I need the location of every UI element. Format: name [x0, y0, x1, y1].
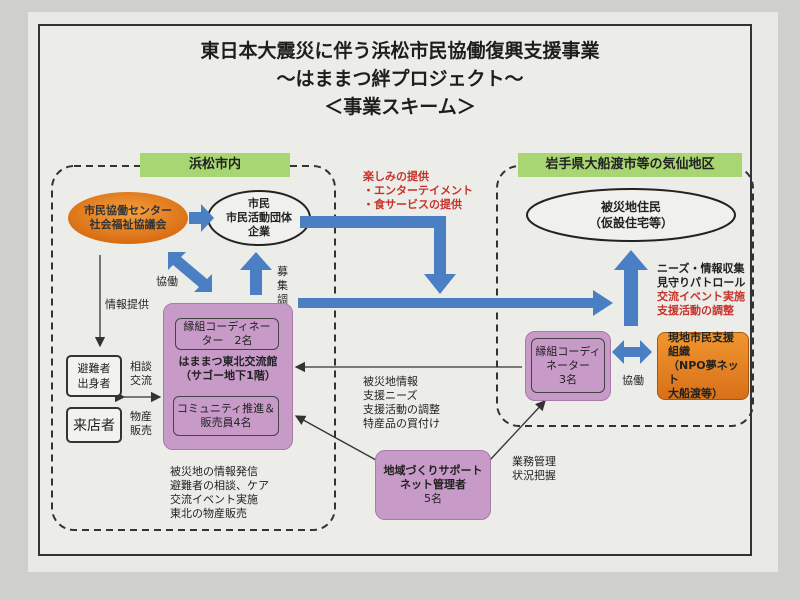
sales-label: 物産 販売	[130, 410, 152, 438]
residents-ellipse	[526, 188, 736, 242]
title-line-3: ＜事業スキーム＞	[324, 96, 476, 118]
evacuees-line-1: 避難者	[77, 362, 111, 375]
manager-line-1: 地域づくりサポート	[383, 464, 483, 477]
arrow-up-residents-icon	[614, 250, 648, 326]
manager-to-hub-line	[294, 415, 377, 461]
boshu-line-1: 募集	[277, 265, 288, 292]
center-line-2: 社会福祉協議会	[89, 218, 167, 231]
right-coord-line-3: 3名	[559, 372, 577, 386]
title-line-1: 東日本大震災に伴う浜松市民協働復興支援事業	[200, 40, 600, 62]
kyodo-label: 協働	[156, 275, 178, 288]
hub-staff-line-1: コミュニティ推進＆	[176, 402, 276, 415]
hub-coord-line-1: 縁組コーディネー	[183, 320, 271, 333]
hub-name-text: はままつ東北交流館	[178, 355, 278, 368]
center-ellipse	[68, 192, 188, 244]
right-item-red: 交流イベント実施	[657, 290, 745, 303]
right-coord-line-1: 縁組コーディ	[535, 344, 601, 358]
hub-activities: 被災地の情報発信 避難者の相談、ケア 交流イベント実施 東北の物産販売	[170, 465, 269, 521]
evacuees-line-2: 出身者	[77, 377, 111, 390]
right-item-red: 支援活動の調整	[657, 304, 734, 317]
right-coordinator-inner: 縁組コーディ ネーター 3名	[531, 338, 605, 393]
right-region-label: 岩手県大船渡市等の気仙地区	[518, 153, 742, 177]
activity-item: 避難者の相談、ケア	[170, 479, 269, 492]
consult-line-2: 交流	[130, 374, 152, 387]
visitors-box: 来店者	[66, 407, 122, 443]
hub-name: はままつ東北交流館 （サゴー地下1階）	[163, 355, 293, 383]
left-region-label: 浜松市内	[140, 153, 290, 177]
consult-label: 相談 交流	[130, 360, 152, 388]
consult-line-1: 相談	[130, 360, 152, 373]
citizens-line-3: 企業	[248, 225, 270, 238]
local-org-line-2: 組織	[668, 345, 690, 358]
hub-staff-box: コミュニティ推進＆ 販売員4名	[173, 396, 279, 436]
manage-list: 業務管理 状況把握	[512, 455, 556, 483]
right-coord-line-2: ネーター	[546, 358, 590, 372]
sales-line-2: 販売	[130, 424, 152, 437]
arrow-entertainment-icon	[300, 216, 456, 294]
manager-line-2: ネット管理者	[400, 478, 466, 491]
red-item: ・食サービスの提供	[363, 198, 462, 211]
info-flow-list: 被災地情報 支援ニーズ 支援活動の調整 特産品の買付け	[363, 375, 440, 431]
hub-staff-line-2: 販売員4名	[200, 416, 252, 429]
hub-box	[163, 303, 293, 450]
manager-line-3: 5名	[424, 492, 442, 505]
citizens-line-1: 市民	[248, 197, 270, 210]
citizens-label: 市民 市民活動団体 企業	[208, 195, 310, 241]
info-item: 被災地情報	[363, 375, 418, 388]
residents-line-2: （仮設住宅等）	[588, 216, 673, 230]
right-kyodo-label: 協働	[622, 374, 644, 387]
arrow-up-icon	[240, 252, 272, 295]
residents-label: 被災地住民 （仮設住宅等）	[527, 198, 735, 232]
info-item: 支援活動の調整	[363, 403, 440, 416]
red-item: ・エンターテイメント	[363, 184, 473, 197]
local-org-box: 現地市民支援 組織 （NPO夢ネット 大船渡等）	[657, 331, 749, 400]
manager-box: 地域づくりサポート ネット管理者 5名	[375, 450, 491, 520]
info-item: 支援ニーズ	[363, 389, 418, 402]
manager-to-coord-line	[489, 400, 546, 461]
title-line-2: 〜はままつ絆プロジェクト〜	[276, 68, 524, 90]
activity-item: 被災地の情報発信	[170, 465, 258, 478]
local-org-line-1: 現地市民支援	[668, 331, 734, 344]
arrow-double-horizontal-icon	[612, 340, 652, 364]
right-item: 見守りパトロール	[657, 276, 746, 289]
left-region-border	[51, 165, 336, 531]
right-coordinator-box	[525, 331, 611, 401]
right-item: ニーズ・情報収集	[657, 262, 745, 275]
blue-arrows	[168, 204, 652, 364]
local-org-line-4: 大船渡等）	[668, 387, 723, 400]
arrow-long-right-icon	[298, 290, 613, 316]
arrow-double-diagonal-icon	[168, 252, 212, 292]
hub-coordinator-box: 縁組コーディネー ター 2名	[175, 318, 279, 350]
manage-item: 業務管理	[512, 455, 556, 468]
entertainment-list: 楽しみの提供 ・エンターテイメント ・食サービスの提供	[363, 170, 473, 212]
info-item: 特産品の買付け	[363, 417, 440, 430]
red-item: 楽しみの提供	[363, 170, 429, 183]
right-region-border	[496, 165, 754, 427]
right-activities: ニーズ・情報収集 見守りパトロール 交流イベント実施 支援活動の調整	[657, 262, 745, 318]
local-org-line-3: （NPO夢ネット	[668, 359, 739, 386]
activity-item: 交流イベント実施	[170, 493, 258, 506]
hub-location-text: （サゴー地下1階）	[180, 369, 276, 382]
evacuees-box: 避難者 出身者	[66, 355, 122, 397]
manage-item: 状況把握	[512, 469, 556, 482]
residents-line-1: 被災地住民	[600, 200, 661, 214]
hub-coord-line-2: ター 2名	[201, 334, 253, 347]
citizens-line-2: 市民活動団体	[226, 211, 292, 224]
center-line-1: 市民協働センター	[84, 204, 172, 217]
sales-line-1: 物産	[130, 410, 152, 423]
activity-item: 東北の物産販売	[170, 507, 247, 520]
arrow-right-icon	[189, 204, 214, 232]
center-label: 市民協働センター 社会福祉協議会	[68, 200, 188, 236]
info-provide-label: 情報提供	[105, 298, 149, 311]
